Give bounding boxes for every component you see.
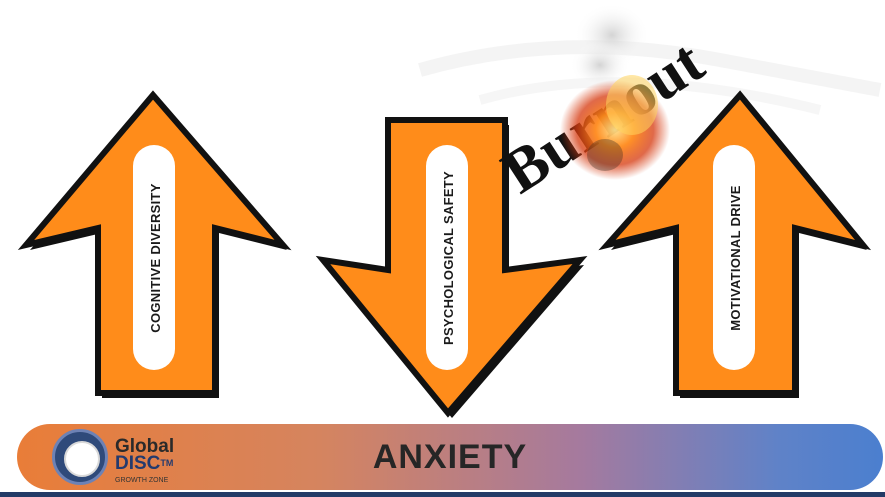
bottom-border — [0, 492, 885, 497]
arrow-label: PSYCHOLOGICAL SAFETY — [441, 171, 456, 345]
arrow-label: MOTIVATIONAL DRIVE — [728, 185, 743, 331]
arrow-cognitive-diversity: COGNITIVE DIVERSITY — [26, 95, 287, 398]
anxiety-bar: Global DISCTM GROWTH ZONE ANXIETY — [17, 424, 883, 490]
anxiety-label: ANXIETY — [17, 438, 883, 477]
logo-subtitle: GROWTH ZONE — [115, 477, 168, 484]
arrow-label: COGNITIVE DIVERSITY — [148, 183, 163, 332]
